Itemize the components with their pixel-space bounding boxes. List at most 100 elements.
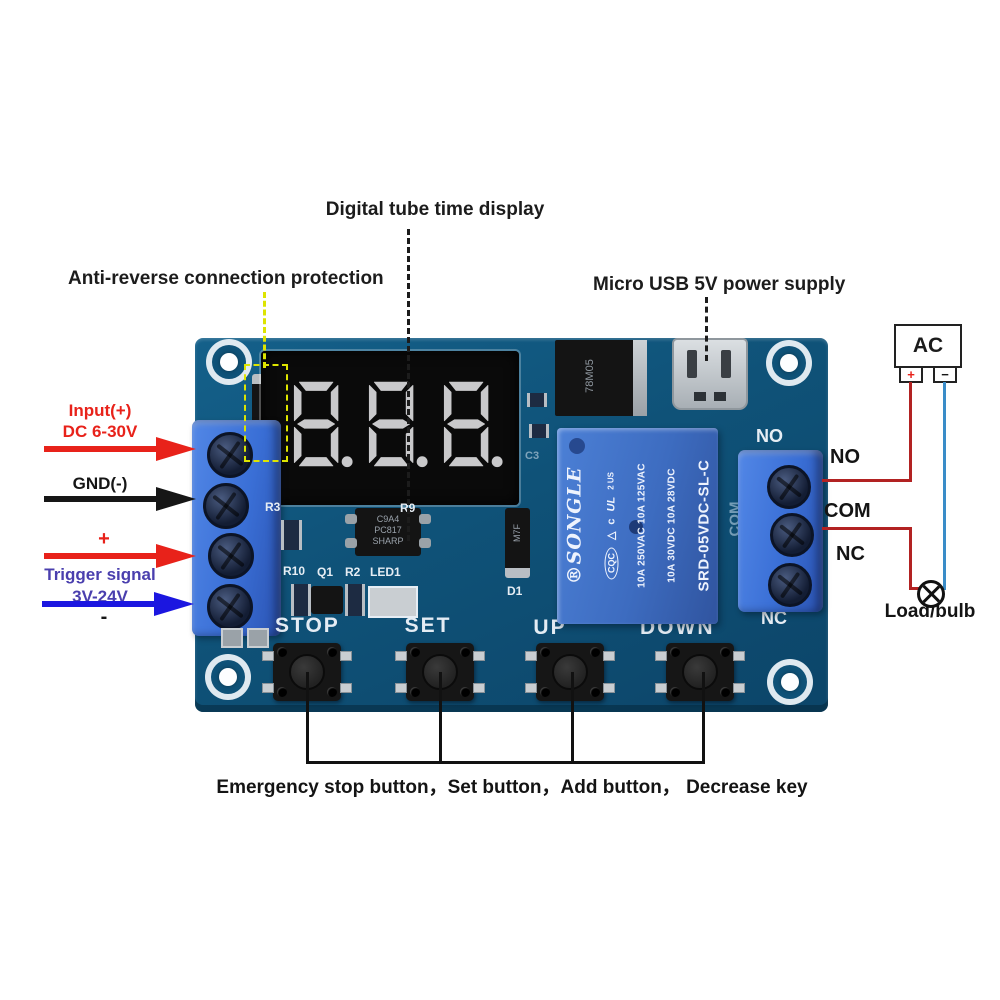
pcb-board: M7F 78M05 ®SONGLE CQC △ xyxy=(192,338,828,712)
label-gnd: GND(-) xyxy=(72,474,128,493)
relay-label: ®SONGLE CQC △ c UL 2 US 10A 250VAC 10A 1… xyxy=(558,428,719,624)
up-button-cap[interactable] xyxy=(552,654,588,690)
anti-reverse-highlight-box xyxy=(244,364,288,462)
wire-com-to-bulb xyxy=(909,527,912,590)
down-button[interactable] xyxy=(655,643,745,701)
relay-cert-marks: CQC △ c UL 2 US xyxy=(604,471,618,580)
relay-ratings-dc: 10A 30VDC 10A 28VDC xyxy=(666,468,677,583)
down-button-cap[interactable] xyxy=(682,654,718,690)
transistor-q1 xyxy=(311,586,343,614)
seven-segment-digit xyxy=(293,381,353,468)
annotation-micro-usb: Micro USB 5V power supply xyxy=(593,274,846,295)
label-trigger-signal: Trigger signal xyxy=(44,565,156,584)
silk-d1: D1 xyxy=(507,584,523,598)
up-button[interactable] xyxy=(525,643,615,701)
seven-segment-digit xyxy=(368,381,428,468)
leader-line-micro-usb xyxy=(705,297,708,361)
bulb-symbol xyxy=(917,580,945,608)
ul-c-mark: c xyxy=(605,518,617,525)
relay: ®SONGLE CQC △ c UL 2 US 10A 250VAC 10A 1… xyxy=(557,428,718,624)
capacitor-smd xyxy=(529,424,549,438)
leader-set-button xyxy=(439,672,442,764)
seven-segment-digits xyxy=(261,351,519,505)
label-com: COM xyxy=(824,500,871,522)
wire-no-horizontal xyxy=(822,479,912,482)
terminal-screw-trigger-minus xyxy=(207,584,253,630)
silk-r10: R10 xyxy=(283,564,306,578)
trigger-plus-arrow-shaft xyxy=(44,553,158,559)
mounting-hole-top-right xyxy=(766,340,812,386)
relay-center-hole xyxy=(629,520,643,534)
usb-pin-right xyxy=(714,392,726,401)
wire-ac-plus-to-no xyxy=(909,382,912,482)
silk-up: UP xyxy=(533,616,567,639)
opto-pin xyxy=(419,538,431,548)
wire-bulb-left-stub xyxy=(909,587,919,590)
regulator-marking: 78M05 xyxy=(583,359,596,393)
relay-model: SRD-05VDC-SL-C xyxy=(695,459,713,592)
ac-minus-terminal: − xyxy=(933,366,957,383)
d1-marking: M7F xyxy=(512,524,522,542)
mounting-hole-bottom-left xyxy=(205,654,251,700)
resistor-r3 xyxy=(281,520,302,550)
voltage-regulator-78m05: 78M05 xyxy=(555,340,647,416)
trigger-minus-arrow-shaft xyxy=(42,601,156,607)
gnd-arrow-head xyxy=(156,487,196,511)
solder-pad xyxy=(247,628,269,648)
label-no: NO xyxy=(830,446,860,468)
micro-usb-connector xyxy=(672,338,748,410)
leader-down-button xyxy=(702,672,705,764)
resistor-r10 xyxy=(291,584,311,616)
terminal-screw-nc xyxy=(768,563,812,607)
annotation-digital-tube-display: Digital tube time display xyxy=(325,199,545,220)
silk-q1: Q1 xyxy=(317,565,334,579)
leader-up-button xyxy=(571,672,574,764)
opto-part-number: PC817 xyxy=(374,525,402,535)
opto-maker: SHARP xyxy=(372,536,404,546)
relay-corner-dot xyxy=(569,438,585,454)
leader-bottom-rail xyxy=(306,761,705,764)
regulator-tab xyxy=(633,340,647,416)
seven-segment-digit xyxy=(443,381,503,468)
relay-ratings-ac: 10A 250VAC 10A 125VAC xyxy=(636,463,648,588)
silk-led1: LED1 xyxy=(370,565,401,579)
vde-triangle-mark: △ xyxy=(605,531,618,541)
usb-slot-left xyxy=(687,350,697,378)
label-nc: NC xyxy=(836,543,865,565)
solder-pad xyxy=(221,628,243,648)
ul-mark: UL xyxy=(605,496,617,512)
leader-line-anti-reverse xyxy=(263,292,266,368)
trigger-plus-arrow-head xyxy=(156,544,196,568)
terminal-screw-trigger-plus xyxy=(208,533,254,579)
wire-ac-minus-to-bulb xyxy=(943,382,946,590)
wire-com-horizontal xyxy=(822,527,912,530)
mounting-hole-bottom-right xyxy=(767,659,813,705)
ac-plus-terminal: + xyxy=(899,366,923,383)
input-terminal-block xyxy=(192,420,281,636)
silk-no: NO xyxy=(756,426,783,446)
label-trigger-minus: - xyxy=(100,606,108,628)
input-arrow-head xyxy=(156,437,196,461)
opto-pin xyxy=(419,514,431,524)
opto-pin xyxy=(345,514,357,524)
diode-d1: M7F xyxy=(505,508,530,578)
silk-set: SET xyxy=(404,614,452,637)
label-load-bulb: Load/bulb xyxy=(884,601,976,622)
annotation-anti-reverse: Anti-reverse connection protection xyxy=(68,268,384,289)
cqc-mark: CQC xyxy=(604,547,618,580)
silk-c3: C3 xyxy=(525,450,540,462)
silk-nc: NC xyxy=(761,608,787,628)
input-arrow-shaft xyxy=(44,446,158,452)
silk-stop: STOP xyxy=(275,614,340,637)
resistor-r2 xyxy=(345,584,365,616)
gnd-arrow-shaft xyxy=(44,496,158,502)
terminal-screw-com xyxy=(770,513,814,557)
optocoupler-pc817: C9A4 PC817 SHARP xyxy=(345,508,431,556)
relay-brand: ®SONGLE xyxy=(563,466,586,585)
relay-terminal-block xyxy=(738,450,823,612)
label-trigger-plus: + xyxy=(98,528,110,550)
terminal-screw-gnd xyxy=(203,483,249,529)
usb-slot-right xyxy=(721,350,731,378)
ul-2us-mark: 2 US xyxy=(606,471,615,490)
